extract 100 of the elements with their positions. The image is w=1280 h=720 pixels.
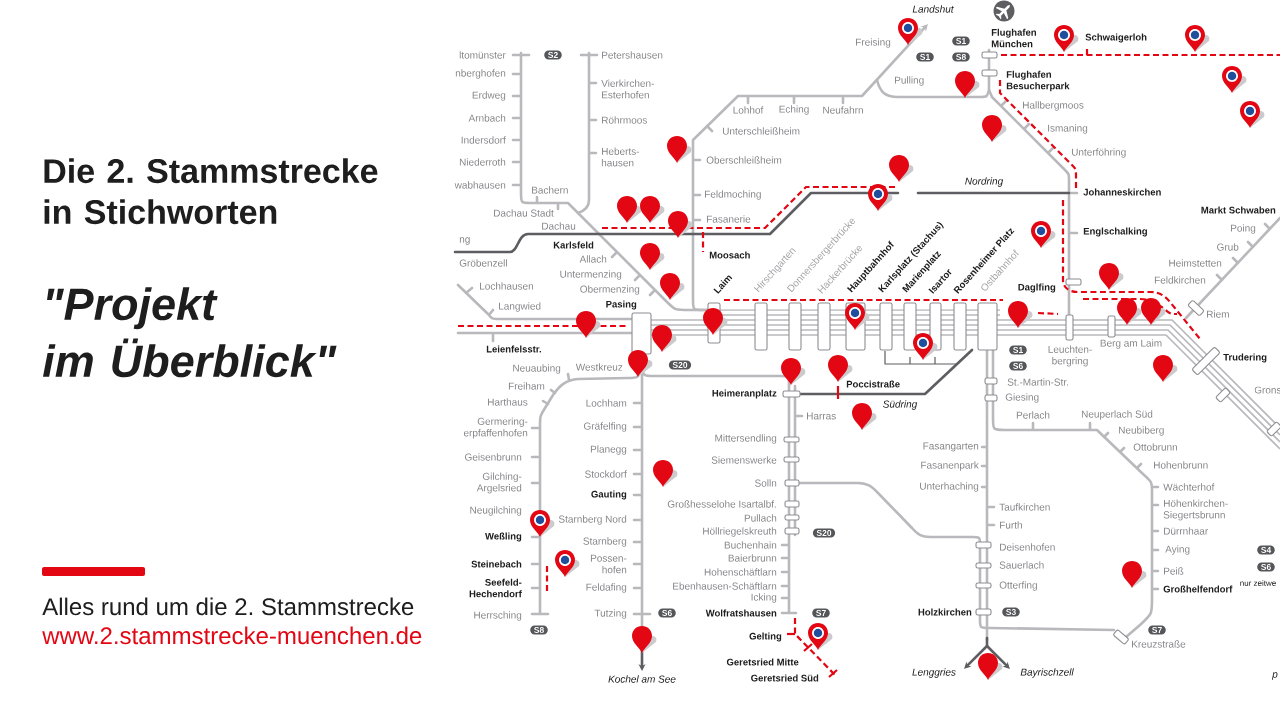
station-name: Sauerlach — [999, 561, 1044, 569]
station-name: Poing — [1231, 224, 1256, 234]
station-name: Lochhausen — [480, 282, 534, 290]
station-name: Daglfing — [1018, 283, 1056, 293]
station-name: Buchenhain — [724, 541, 777, 549]
station-name: Lohhof — [733, 106, 764, 114]
station-name: Starnberg — [583, 537, 627, 547]
station-name: Germering- erpfaffenhofen — [463, 417, 528, 439]
station-name: Höllriegelskreuth — [703, 527, 777, 537]
station-name: Feldafing — [586, 583, 627, 593]
station-name: Pulling — [895, 76, 924, 86]
station-name: Berg am Laim — [1100, 339, 1162, 349]
line-badge: S8 — [530, 625, 548, 635]
station-name: Starnberg Nord — [558, 515, 627, 525]
station-name: Westkreuz — [575, 363, 623, 371]
station-name: Obermenzing — [580, 285, 640, 295]
station-name: Johanneskirchen — [1083, 188, 1161, 196]
station-name: Großhelfendorf — [1163, 585, 1233, 593]
station-name: Ismaning — [1048, 124, 1088, 134]
station-name: Unterhaching — [920, 482, 979, 492]
line-badge: S7 — [812, 608, 830, 618]
station-name: Moosach — [709, 251, 750, 259]
destination-name: Landshut — [912, 5, 954, 13]
station-name: ltomünster — [459, 51, 506, 59]
line-badge: S6 — [1009, 361, 1027, 371]
line-badge: S2 — [544, 50, 562, 60]
station-name: Geisenbrunn — [465, 453, 522, 461]
station-name: Neubiberg — [1119, 426, 1164, 436]
station-name: Englschalking — [1083, 227, 1147, 237]
station-name: Weßling — [485, 532, 522, 542]
line-name: Südring — [883, 400, 918, 410]
station-name: Seefeld- Hechendorf — [469, 578, 522, 598]
station-name: Stockdorf — [585, 470, 627, 478]
station-name: Riem — [1207, 310, 1229, 318]
station-name: Unterschleißheim — [722, 127, 800, 135]
station-name: Ebenhausen-Schäftlarn — [673, 582, 777, 590]
station-name: Heimstetten — [1169, 259, 1222, 267]
station-name: Gilching- Argelsried — [476, 472, 522, 494]
station-name: Ottobrunn — [1133, 443, 1177, 451]
line-name: Nordring — [965, 177, 1004, 187]
station-name: Erdweg — [472, 91, 506, 101]
station-name: Höhenkirchen- Siegertsbrunn — [1163, 499, 1228, 521]
station-name: nberghofen — [455, 69, 506, 79]
station-name: Dachau Stadt — [494, 209, 554, 217]
station-name: Otterfing — [999, 581, 1037, 591]
station-name: Heberts- hausen — [601, 147, 640, 167]
station-name: Hallbergmoos — [1023, 101, 1084, 111]
station-name: Feldmoching — [705, 190, 761, 200]
note-text: nur zeitwe — [1240, 580, 1276, 586]
station-name: Arnbach — [468, 114, 506, 122]
station-name: Icking — [751, 593, 777, 603]
line-badge: S3 — [1002, 607, 1020, 617]
station-name: Deisenhofen — [1000, 543, 1055, 551]
station-name: Harthaus — [488, 398, 528, 406]
station-name: Leuchten- bergring — [1048, 345, 1092, 367]
title: Die 2. Stammstrecke in Stichworten — [44, 158, 378, 225]
station-name: Karlsfeld — [553, 241, 594, 249]
station-name: Aying — [1165, 545, 1190, 555]
station-name: Feldkirchen — [1154, 276, 1206, 284]
station-name: Planegg — [590, 445, 627, 455]
station-name: Mittersendling — [715, 434, 777, 444]
destination-name: p — [1271, 672, 1278, 680]
web-address: www.2.stammstrecke-muenchen.de — [42, 626, 422, 645]
station-name: Untermenzing — [560, 270, 622, 280]
station-name: Pasing — [606, 300, 637, 310]
station-name: St.-Martin-Str. — [1007, 378, 1068, 386]
station-name: Gröbenzell — [459, 259, 507, 267]
station-name: Pullach — [744, 514, 777, 522]
station-name: Vierkirchen- Esterhofen — [601, 79, 654, 99]
station-name: ng — [459, 237, 470, 245]
station-name: Heimeranplatz — [712, 389, 777, 399]
station-name: Leienfelsstr. — [486, 345, 541, 353]
station-name: Niederroth — [459, 158, 506, 166]
station-name: Possen- hofen — [590, 554, 627, 574]
station-name: Schwaigerloh — [1085, 33, 1147, 43]
station-name: Gauting — [591, 490, 627, 500]
station-name: Flughafen Besucherpark — [1006, 70, 1070, 92]
station-name: Flughafen München — [991, 28, 1036, 48]
station-name: Eching — [779, 105, 809, 115]
station-name: Fasanenpark — [921, 461, 979, 471]
line-badge: S7 — [1148, 625, 1166, 635]
station-name: Holzkirchen — [918, 608, 972, 616]
station-name: Freising — [856, 38, 891, 48]
station-name: Steinebach — [471, 560, 522, 568]
station-name: Baierbrunn — [728, 554, 777, 562]
station-name: Solln — [755, 479, 777, 487]
station-name: Kreuzstraße — [1132, 640, 1186, 648]
line-badge: S20 — [668, 360, 692, 370]
line-badge: S1 — [1009, 345, 1027, 355]
station-name: Poccistraße — [846, 380, 900, 388]
station-name: Wolfratshausen — [705, 609, 777, 617]
tagline: Alles rund um die 2. Stammstrecke — [42, 597, 414, 616]
station-name: Tutzing — [594, 609, 627, 619]
line-badge: S1 — [952, 36, 970, 46]
station-name: Freiham — [508, 382, 545, 390]
station-name: Wächterhof — [1163, 483, 1215, 491]
station-name: Geretsried Mitte — [726, 658, 799, 666]
station-name: Langwied — [499, 302, 541, 312]
station-name: wabhausen — [454, 181, 506, 189]
station-name: Taufkirchen — [999, 503, 1050, 511]
